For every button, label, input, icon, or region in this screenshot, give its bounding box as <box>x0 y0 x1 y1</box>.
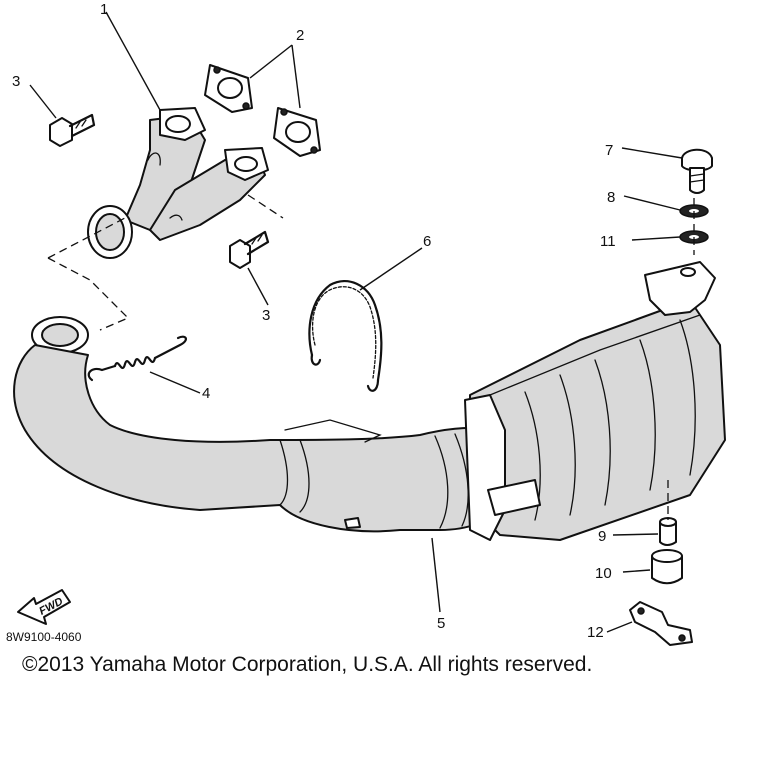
part-7-bolt <box>681 148 713 194</box>
diagram-code: 8W9100-4060 <box>6 630 82 644</box>
part-4-spring <box>87 335 187 382</box>
callout-6: 6 <box>423 233 431 250</box>
part-6-band <box>308 280 383 392</box>
callout-labels: 1 2 3 3 4 5 6 7 8 11 9 10 12 <box>12 1 616 641</box>
callout-11: 11 <box>600 233 616 250</box>
callout-7: 7 <box>605 142 613 159</box>
callout-12: 12 <box>587 624 604 641</box>
callout-3-lower: 3 <box>262 307 270 324</box>
callout-9: 9 <box>598 528 606 545</box>
part-3-bolt-upper <box>49 113 96 147</box>
part-3-bolt-lower <box>229 230 270 269</box>
part-12-bracket <box>629 601 693 646</box>
fwd-arrow-icon <box>17 589 71 625</box>
copyright-notice: ©2013 Yamaha Motor Corporation, U.S.A. A… <box>22 653 593 676</box>
fwd-label: FWD <box>37 595 65 617</box>
part-5-muffler-assembly <box>13 261 726 541</box>
callout-3-upper: 3 <box>12 73 20 90</box>
callout-2: 2 <box>296 27 304 44</box>
part-10-damper <box>651 549 683 585</box>
callout-8: 8 <box>607 189 615 206</box>
part-9-collar <box>659 517 677 546</box>
callout-5: 5 <box>437 615 445 632</box>
callout-4: 4 <box>202 385 210 402</box>
part-2-gaskets <box>204 64 321 157</box>
leader-lines <box>29 11 683 633</box>
part-1-exhaust-header-pipe <box>87 107 269 259</box>
assembly-dashed-lines <box>47 194 695 520</box>
callout-10: 10 <box>595 565 612 582</box>
fwd-arrow: FWD <box>17 589 71 625</box>
callout-1: 1 <box>100 1 108 18</box>
